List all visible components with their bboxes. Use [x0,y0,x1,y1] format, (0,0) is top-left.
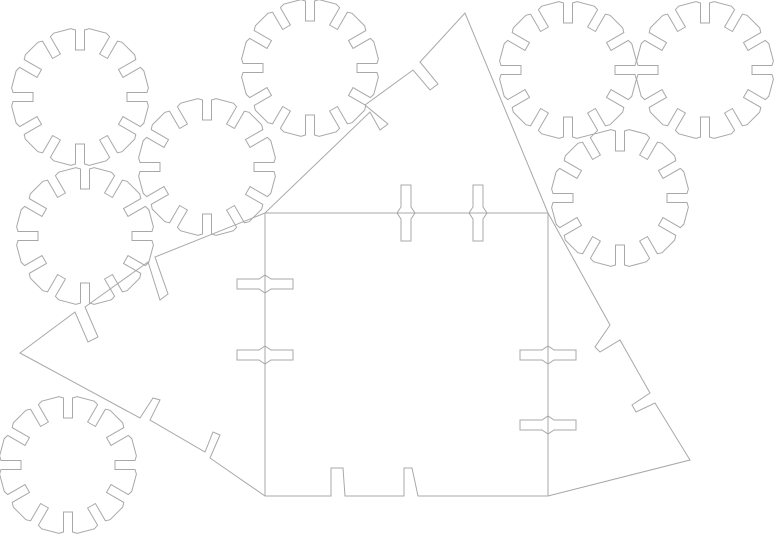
gear-piece [16,167,154,305]
slot-mark [236,345,294,365]
slot-marks [236,184,577,435]
slot-mark [236,274,294,294]
square-panel-outline [264,212,549,496]
gear-piece [11,28,149,166]
gear-piece [551,129,689,267]
slot-mark [468,184,488,242]
triangle-panel-outline [19,12,691,497]
gear-piece [241,0,379,137]
gear-piece [636,1,774,139]
slot-mark [519,415,577,435]
slot-mark [396,184,416,242]
slot-mark [519,345,577,365]
gear-piece [0,396,137,534]
gear-piece [499,1,637,139]
gear-piece [138,98,276,236]
